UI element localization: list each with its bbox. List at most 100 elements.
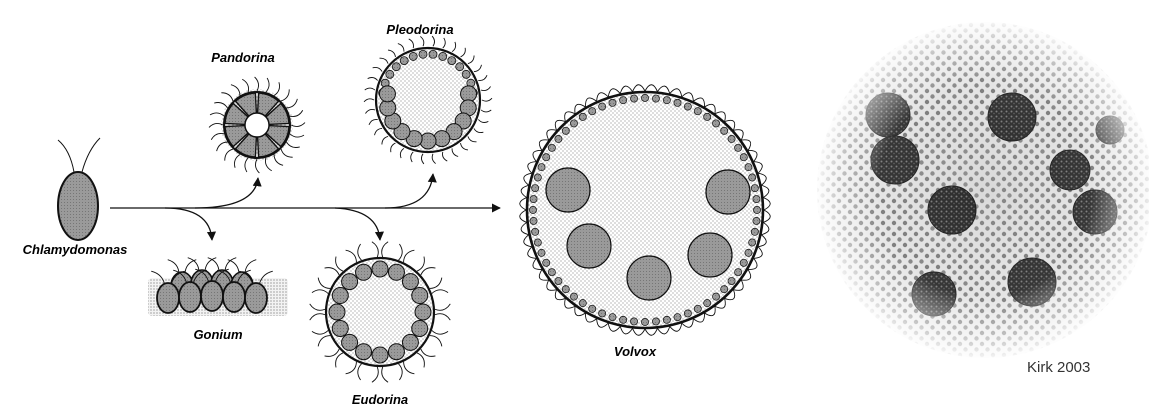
eudorina-cell [329,304,345,320]
volvox-somatic-cell [652,95,659,102]
volvox-somatic-cell [674,314,681,321]
volvox-somatic-cell [548,144,555,151]
volvox-somatic-cell [740,154,747,161]
volvox-somatic-cell [530,195,537,202]
volvox-somatic-cell [704,300,711,307]
volvox-somatic-cell [570,293,577,300]
volvox-somatic-cell [609,314,616,321]
volvox-somatic-cell [630,95,637,102]
volvox-somatic-cell [751,185,758,192]
pleodorina-somatic-cell [448,57,456,65]
gonium-cell [245,283,267,313]
volvox-somatic-cell [589,108,596,115]
volvox-gonidium [546,168,590,212]
volvox-somatic-cell [579,300,586,307]
volvox-somatic-cell [534,239,541,246]
volvox-somatic-cell [735,269,742,276]
label-pandorina: Pandorina [211,50,275,65]
gonium-cell [157,283,179,313]
arrow-to-gonium [165,208,212,240]
eudorina-cell [388,264,404,280]
pleodorina-somatic-cell [456,63,464,71]
arrow-to-pleodorina [385,174,433,208]
gonium-cell [179,282,201,312]
volvox-somatic-cell [694,108,701,115]
gonium-cell [223,282,245,312]
eudorina-cell [412,320,428,336]
pleodorina-somatic-cell [400,57,408,65]
pandorina-colony [209,77,305,173]
volvox-somatic-cell [753,195,760,202]
pleodorina-somatic-cell [409,52,417,60]
eudorina-cell [415,304,431,320]
photo-credit: Kirk 2003 [1027,359,1090,376]
volvox-somatic-cell [555,277,562,284]
arrow-to-eudorina [335,208,380,240]
volvox-somatic-cell [704,113,711,120]
volvox-somatic-cell [740,259,747,266]
pleodorina-reproductive-cell [434,131,450,147]
gonium-cell [201,281,223,311]
label-gonium: Gonium [193,327,243,342]
volvox-somatic-cell [721,286,728,293]
eudorina-cell [356,344,372,360]
volvox-somatic-cell [620,316,627,323]
volvox-somatic-cell [751,228,758,235]
pleodorina-colony [364,36,492,164]
gonium-colony [148,258,288,316]
volvox-somatic-cell [579,113,586,120]
volvox-somatic-cell [694,305,701,312]
label-pleodorina: Pleodorina [386,22,453,37]
eudorina-colony [310,242,451,383]
eudorina-cell [356,264,372,280]
pleodorina-somatic-cell [429,50,437,58]
volvox-somatic-cell [721,127,728,134]
eudorina-cell [332,320,348,336]
eudorina-cell [388,344,404,360]
volvox-somatic-cell [712,293,719,300]
lineage-arrows [110,174,500,240]
volvox-somatic-cell [562,286,569,293]
pleodorina-somatic-cell [462,70,470,78]
volvox-somatic-cell [570,120,577,127]
eudorina-cell [372,347,388,363]
volvox-somatic-cell [652,318,659,325]
volvox-somatic-cell [543,259,550,266]
eudorina-cell [402,334,418,350]
pleodorina-reproductive-cell [420,133,436,149]
pleodorina-somatic-cell [392,63,400,71]
volvox-somatic-cell [663,316,670,323]
label-volvox: Volvox [614,344,657,359]
eudorina-cell [332,288,348,304]
eudorina-cell [402,274,418,290]
pleodorina-somatic-cell [386,70,394,78]
volvox-somatic-cell [620,97,627,104]
volvox-somatic-cell [684,310,691,317]
label-eudorina: Eudorina [352,392,408,407]
volvox-somatic-cell [562,127,569,134]
volvox-somatic-cell [745,164,752,171]
volvox-somatic-cell [728,277,735,284]
arrow-to-pandorina [195,178,258,208]
volvox-somatic-cell [663,97,670,104]
volvox-somatic-cell [538,249,545,256]
eudorina-cell [342,274,358,290]
eudorina-cell [372,261,388,277]
volvox-somatic-cell [712,120,719,127]
volvox-somatic-cell [684,103,691,110]
volvox-colony [520,85,771,336]
volvox-somatic-cell [609,99,616,106]
volvox-somatic-cell [530,217,537,224]
volvox-somatic-cell [599,310,606,317]
volvox-somatic-cell [548,269,555,276]
volvox-somatic-cell [728,135,735,142]
volvox-somatic-cell [529,206,536,213]
volvox-somatic-cell [589,305,596,312]
volvox-somatic-cell [538,164,545,171]
volvox-somatic-cell [532,185,539,192]
pleodorina-somatic-cell [439,52,447,60]
volvox-somatic-cell [532,228,539,235]
volvox-somatic-cell [749,174,756,181]
